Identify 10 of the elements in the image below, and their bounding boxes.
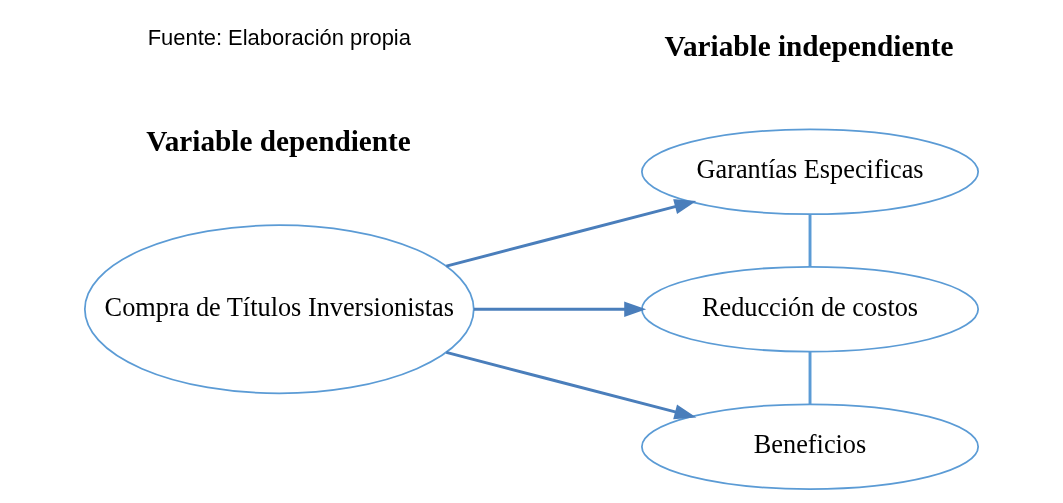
label: Fuente: Elaboración propia: [147, 25, 411, 51]
label: Variable dependiente: [146, 125, 411, 158]
label: Variable independiente: [664, 30, 954, 63]
arrow: [445, 199, 697, 268]
node-ellipse: Compra de Títulos Inversionistas: [83, 224, 475, 395]
arrow: [473, 301, 647, 317]
node-ellipse: Reducción de costos: [641, 265, 980, 353]
connector: [808, 351, 812, 405]
arrow: [445, 350, 697, 420]
connector: [808, 214, 812, 267]
